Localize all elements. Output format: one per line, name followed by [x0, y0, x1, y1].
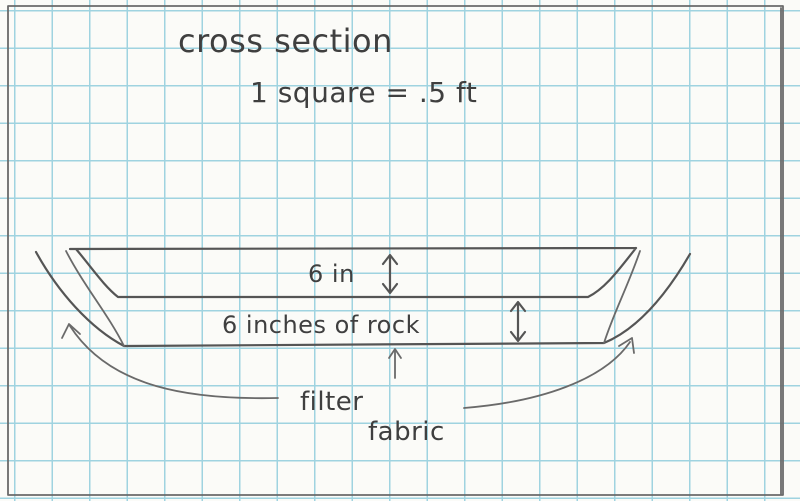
top-layer-outline [68, 246, 638, 299]
filter-fabric-label-line2: fabric [368, 417, 445, 447]
filter-fabric-label-line1: filter [300, 387, 363, 417]
rock-layer-bottom [34, 250, 692, 348]
diagram-title: cross section [178, 22, 393, 60]
page-border [7, 5, 784, 496]
filter-fabric-right-arrow [463, 337, 635, 409]
filter-fabric-right-edge [603, 250, 641, 344]
scale-note: 1 square = .5 ft [250, 76, 477, 109]
filter-fabric-center-arrow [388, 348, 402, 379]
filter-fabric-left-edge [65, 250, 125, 347]
top-layer-double-arrow [381, 253, 399, 295]
rock-layer-label: 6 inches of rock [222, 311, 420, 339]
filter-fabric-left-arrow [61, 323, 279, 400]
top-layer-label: 6 in [308, 260, 355, 288]
rock-layer-double-arrow [509, 300, 527, 343]
